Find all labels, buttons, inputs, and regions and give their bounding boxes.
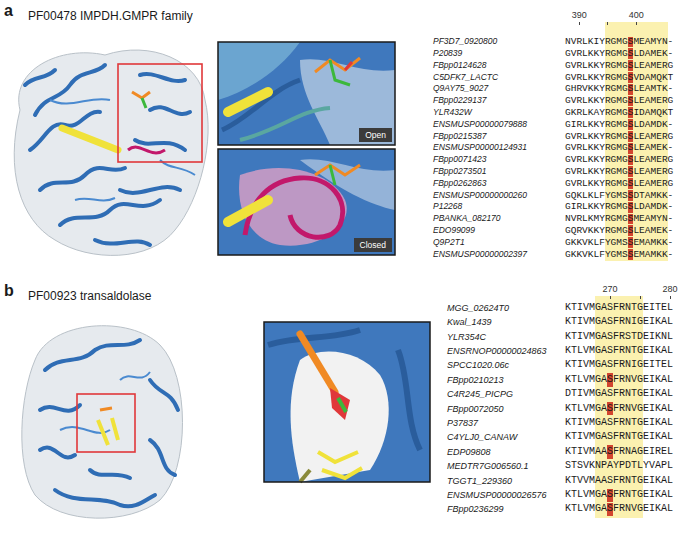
sequence-name: EDP09808 <box>447 445 491 459</box>
position-tick <box>640 296 641 299</box>
sequence-residues: GQKLKLFYGMSSDTAMKK- <box>565 190 673 202</box>
position-tick <box>670 296 671 299</box>
sequence-name: MGG_02624T0 <box>447 301 509 315</box>
sequence-residues: KTIVMAASFRNAGEIREL <box>565 445 673 459</box>
sequence-residues: STSVKNPAYPDTLYVAPL <box>565 459 673 473</box>
sequence-residues: GVRLKKYRGMGSLEAMERG <box>565 154 673 166</box>
sequence-residues: KTIVMGASFRNTGEIKAL <box>565 416 673 430</box>
panel-title: PF00478 IMPDH.GMPR family <box>28 9 193 23</box>
sequence-name: ENSRNOP00000024863 <box>447 344 547 358</box>
sequence-name: TGGT1_229360 <box>447 474 512 488</box>
sequence-residues: KTIVMGASFRSTDEIKNL <box>565 330 673 344</box>
sequence-residues: GKKVKLFYGMSSEMAMKK- <box>565 237 673 249</box>
sequence-name: ENSMUSP00000000260 <box>433 190 527 202</box>
sequence-residues: GIRLKKYRGMGSLDAMDK- <box>565 119 673 131</box>
sequence-residues: KTIVMGASFRNIGEIKAL <box>565 315 673 329</box>
sequence-name: PF3D7_0920800 <box>433 36 497 48</box>
position-number: 400 <box>629 10 644 20</box>
sequence-name: P37837 <box>447 416 478 430</box>
sequence-name: C4YLJ0_CANAW <box>447 430 517 444</box>
sequence-residues: NVRLKMYRGMGSMEAMYN- <box>565 213 673 225</box>
position-number: 280 <box>663 284 678 294</box>
position-tick <box>579 22 580 25</box>
sequence-name: ENSMUSP00000124931 <box>433 142 527 154</box>
sequence-residues: KTLVMGASFRNVGEIKAL <box>565 373 673 387</box>
sequence-residues: GKKVKLFYGMSSEMAMKK- <box>565 249 673 261</box>
sequence-residues: NVRLKIYRGMGSMEAMYN- <box>565 36 673 48</box>
sequence-residues: GVRLKKYRGMGSLEAMERG <box>565 166 673 178</box>
sequence-name: FBpp0215387 <box>433 131 486 143</box>
sequence-name: C5DFK7_LACTC <box>433 72 498 84</box>
protein-structure-b <box>22 326 183 518</box>
sequence-residues: KTLVMGASFRNVGEIKAL <box>565 402 673 416</box>
sequence-residues: GVRLKKYRGMGSLEAMERG <box>565 131 673 143</box>
sequence-residues: GVRLKKYRGMGSVDAMQKT <box>565 72 673 84</box>
sequence-residues: GQRVKKYRGMGSLEAMEK- <box>565 225 673 237</box>
position-tick <box>610 296 611 299</box>
sequence-residues: GVRLKKYRGMGSLEAMERG <box>565 178 673 190</box>
sequence-residues: GVRLKKYRGMGSLEAMEK- <box>565 142 673 154</box>
sequence-name: P12268 <box>433 201 462 213</box>
sequence-name: EDO99099 <box>433 225 475 237</box>
sequence-residues: GHRVKKYRGMGSLEAMTK- <box>565 83 673 95</box>
sequence-residues: KTLVMGASFRNTGEIKAL <box>565 488 673 502</box>
sequence-name: P20839 <box>433 48 462 60</box>
sequence-name: FBpp0229137 <box>433 95 486 107</box>
position-number: 270 <box>602 284 617 294</box>
sequence-residues: GVRLKKYRGMGSLEAMERG <box>565 60 673 72</box>
sequence-name: ENSMUSP00000026576 <box>447 488 547 502</box>
sequence-name: YLR432W <box>433 107 472 119</box>
sequence-name: FBpp0072050 <box>447 402 504 416</box>
sequence-residues: KTIVMGASFRNTGEITEL <box>565 301 673 315</box>
sequence-name: ENSMUSP00000079888 <box>433 119 527 131</box>
position-tick <box>607 22 608 25</box>
transaldolase-inset <box>264 322 430 482</box>
sequence-name: YLR354C <box>447 330 486 344</box>
sequence-residues: DTIVMGASFRNTGEIKAL <box>565 387 673 401</box>
position-tick <box>636 22 637 25</box>
sequence-name: SPCC1020.06c <box>447 358 509 372</box>
sequence-name: FBpp0273501 <box>433 166 486 178</box>
sequence-residues: KTLVMGASFRNTGEIKAL <box>565 344 673 358</box>
sequence-name: FBpp0236299 <box>447 502 504 516</box>
sequence-name: Kwal_1439 <box>447 315 492 329</box>
sequence-residues: GVRLKKYRGMGSLDAMEK- <box>565 48 673 60</box>
panel-letter: a <box>4 2 13 20</box>
sequence-residues: KTIVMGASFRNIGEITEL <box>565 358 673 372</box>
state-tag: Closed <box>354 238 392 252</box>
sequence-name: PBANKA_082170 <box>433 213 501 225</box>
state-label: Closed <box>360 240 386 250</box>
sequence-name: FBpp0071423 <box>433 154 486 166</box>
sequence-name: Q9AY75_9027 <box>433 83 488 95</box>
sequence-residues: GIRLKKYRGMGSLDAMDK- <box>565 201 673 213</box>
position-number: 390 <box>572 10 587 20</box>
panel-title: PF00923 transaldolase <box>28 289 151 303</box>
closed-inset <box>218 149 395 255</box>
sequence-name: C4R245_PICPG <box>447 387 513 401</box>
sequence-name: FBpp0210213 <box>447 373 504 387</box>
sequence-residues: GVRLKKYRGMGSLEAMERG <box>565 95 673 107</box>
sequence-name: ENSMUSP00000002397 <box>433 249 527 261</box>
state-label: Open <box>365 130 386 140</box>
sequence-residues: KTLVMGASFRNVGEIKAL <box>565 502 673 516</box>
sequence-name: MEDTR7G006560.1 <box>447 459 529 473</box>
panel-letter: b <box>4 282 14 300</box>
sequence-name: FBpp0262863 <box>433 178 486 190</box>
sequence-residues: GKRLKAYRGMGSIDAMQKT <box>565 107 673 119</box>
sequence-residues: KTVVMAASFRNTGEIKAL <box>565 474 673 488</box>
open-inset <box>218 42 395 145</box>
state-tag: Open <box>359 128 392 142</box>
protein-structure-a <box>14 50 208 255</box>
sequence-residues: KTIVMGASFRNTGEIKAL <box>565 430 673 444</box>
sequence-name: FBpp0124628 <box>433 60 486 72</box>
sequence-name: Q9P2T1 <box>433 237 465 249</box>
